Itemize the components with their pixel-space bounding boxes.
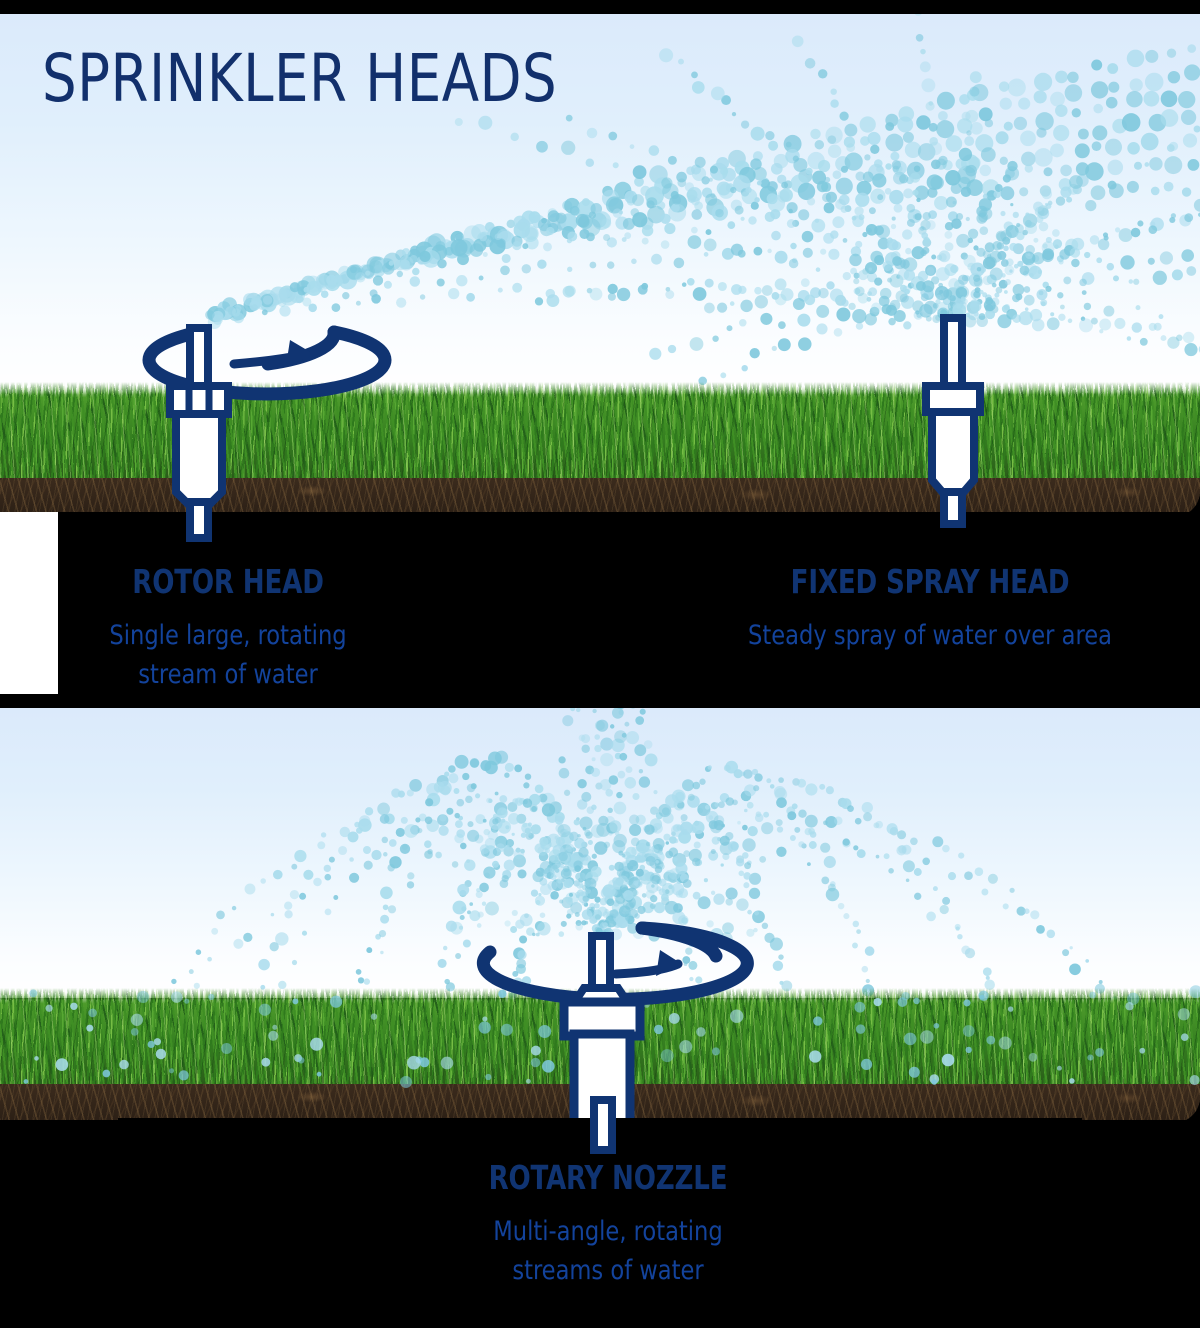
fixed-spray-head-title: FIXED SPRAY HEAD	[790, 562, 1070, 601]
rotary-nozzle-sprinkler-icon	[476, 921, 754, 1120]
fixed-spray-head-subtitle: Steady spray of water over area	[707, 616, 1153, 655]
rotor-sprinkler-icon	[142, 324, 392, 564]
rotary-nozzle-subtitle: Multi-angle, rotating streams of water	[376, 1212, 841, 1290]
rotor-head-subtitle: Single large, rotating stream of water	[33, 616, 424, 694]
water-droplets-on-grass	[23, 985, 1200, 1088]
rotor-head-caption: ROTOR HEAD Single large, rotating stream…	[18, 562, 438, 694]
water-spray-bottom	[160, 708, 1130, 1021]
fixed-sub-line-1: Steady spray of water over area	[748, 620, 1112, 651]
water-spray-top	[205, 14, 1200, 386]
rotor-riser-pipe-extension	[186, 498, 212, 542]
rotor-sub-line-1: Single large, rotating	[109, 620, 347, 651]
rotary-nozzle-title: ROTARY NOZZLE	[488, 1158, 728, 1197]
rotary-nozzle-riser-pipe-extension	[590, 1096, 616, 1154]
caption-backdrop-top	[58, 512, 1200, 694]
rotary-sub-line-2: streams of water	[512, 1255, 704, 1287]
rotary-sub-line-1: Multi-angle, rotating	[493, 1216, 723, 1247]
page-title: SPRINKLER HEADS	[42, 40, 558, 117]
fixed-spray-riser-pipe-extension	[940, 488, 966, 528]
top-panel: ROTOR HEAD Single large, rotating stream…	[0, 14, 1200, 694]
left-margin-top	[0, 512, 58, 694]
rotary-nozzle-caption: ROTARY NOZZLE Multi-angle, rotating stre…	[358, 1158, 858, 1290]
rotor-head-title: ROTOR HEAD	[132, 562, 324, 601]
bottom-panel	[0, 708, 1200, 1120]
rotor-sub-line-2: stream of water	[138, 659, 318, 691]
fixed-spray-head-caption: FIXED SPRAY HEAD Steady spray of water o…	[690, 562, 1170, 655]
